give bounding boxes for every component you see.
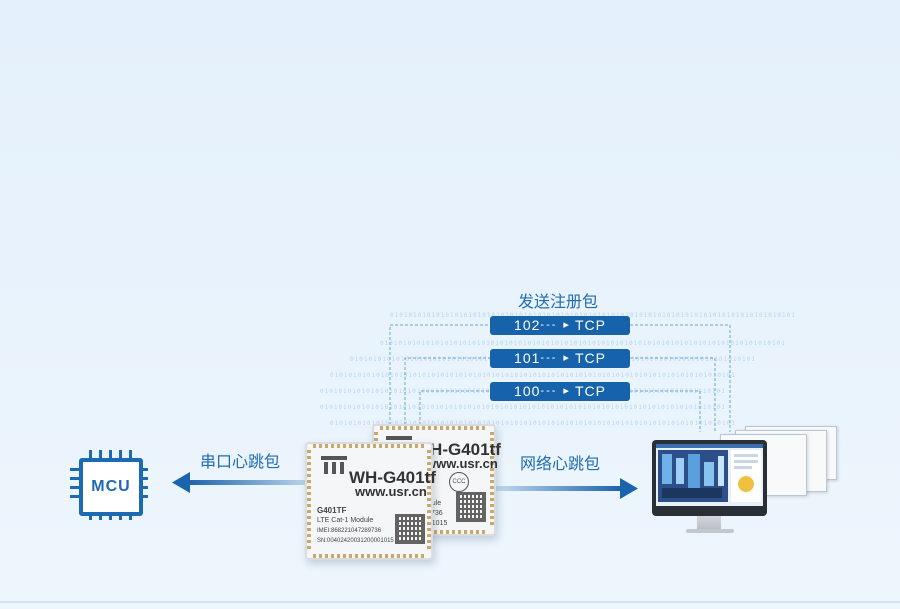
packet-protocol: TCP [574,317,606,333]
mcu-body: MCU [79,458,143,516]
cert-icon: CCC [449,472,469,492]
mcu-label: MCU [91,478,131,495]
chip-icon: MCU [67,448,151,522]
packet-protocol: TCP [574,383,606,399]
binary-background: 0101010101010101010101010101010101010101… [330,420,736,427]
binary-background: 0101010101010101010101010101010101010101… [380,340,786,347]
dashboard-graphic [656,444,763,502]
monitor-base [686,529,734,533]
module-front-desc: LTE Cat-1 Module [317,517,374,524]
packet-protocol: TCP [574,350,606,366]
qr-code-icon [395,514,425,544]
bottom-divider [0,601,900,603]
monitor-icon [652,440,767,516]
module-front: WH-G401tf www.usr.cn G401TF LTE Cat-1 Mo… [305,442,436,560]
arrow-right-icon: ▸ [563,385,569,397]
module-front-sn: SN:00402420031200001015 [317,538,394,544]
network-heartbeat-label: 网络心跳包 [520,454,601,473]
module-front-model: G401TF [317,506,347,515]
module-back-url: www.usr.cn [426,456,498,471]
binary-background: 0101010101010101010101010101010101010101… [320,404,726,411]
monitor-stand [697,516,721,530]
arrow-right-icon [490,478,638,499]
binary-background: 0101010101010101010101010101010101010101… [390,312,795,319]
packet-id: 100 [514,383,541,399]
module-back-fragment-sn: 001015 [424,520,448,527]
monitor-screen [656,444,763,506]
logo-icon [321,456,347,474]
packet-id: 101 [514,350,541,366]
module-front-imei: IMEI:868221047289736 [317,528,382,534]
serial-heartbeat-label: 串口心跳包 [200,452,281,471]
packet-pill-101: 101 ---▸ TCP [490,349,630,368]
module-back-fragment-imei: 736 [431,510,443,517]
module-front-url: www.usr.cn [355,484,427,499]
qr-code-icon [456,492,486,522]
arrow-left-icon [172,472,318,493]
register-packet-label: 发送注册包 [518,292,599,311]
module-front-title: WH-G401tf [349,468,436,487]
packet-pill-100: 100 ---▸ TCP [490,382,630,401]
arrow-right-icon: ▸ [563,319,569,331]
module-back-title: WH-G401tf [414,440,501,459]
packet-pill-102: 102 ---▸ TCP [490,316,630,335]
binary-background: 0101010101010101010101010101010101010101… [330,372,736,379]
arrow-right-icon: ▸ [563,352,569,364]
packet-id: 102 [514,317,541,333]
